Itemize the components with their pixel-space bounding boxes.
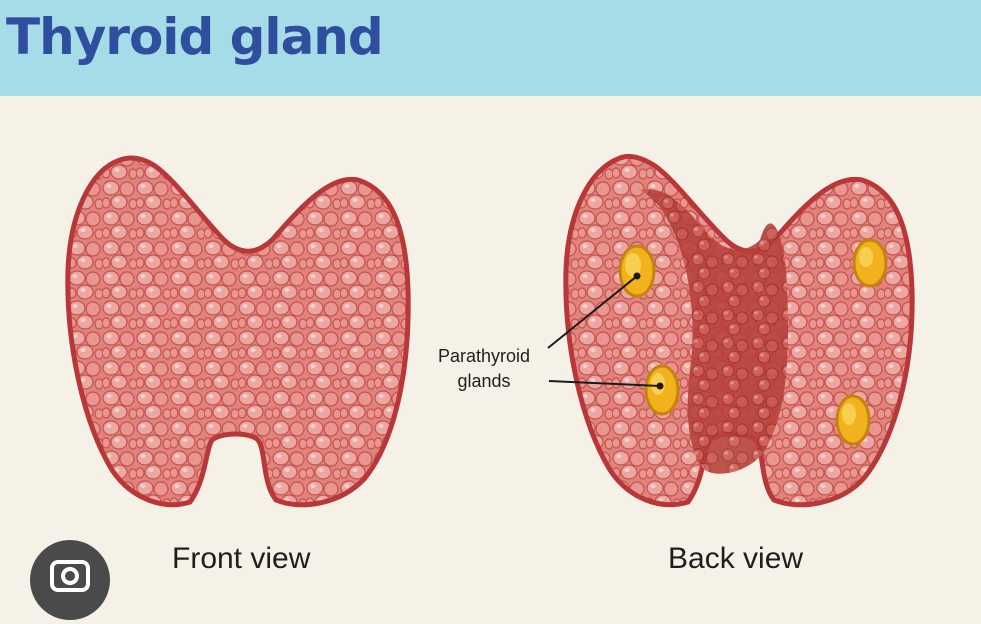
front-view-label: Front view (172, 542, 311, 575)
page-title: Thyroid gland (6, 8, 384, 66)
parathyroid-gland (644, 364, 680, 416)
back-isthmus-dark-region (640, 189, 789, 474)
parathyroid-gland (835, 394, 871, 446)
front-thyroid-outline (65, 155, 411, 508)
parathyroid-gland (618, 244, 656, 298)
callout-line-2: glands (457, 371, 511, 391)
callout-lines (547, 272, 664, 390)
parathyroid-gland (852, 238, 888, 288)
back-view-thyroid (563, 153, 915, 508)
callout-line-1: Parathyroid (437, 346, 531, 366)
visual-search-button[interactable] (30, 540, 110, 620)
back-view-label: Back view (668, 542, 804, 575)
parathyroid-callout: Parathyroid glands (424, 344, 544, 394)
thyroid-illustration (65, 153, 915, 508)
front-view-thyroid (65, 155, 411, 508)
camera-search-icon (50, 560, 90, 592)
title-banner: Thyroid gland (0, 0, 981, 96)
